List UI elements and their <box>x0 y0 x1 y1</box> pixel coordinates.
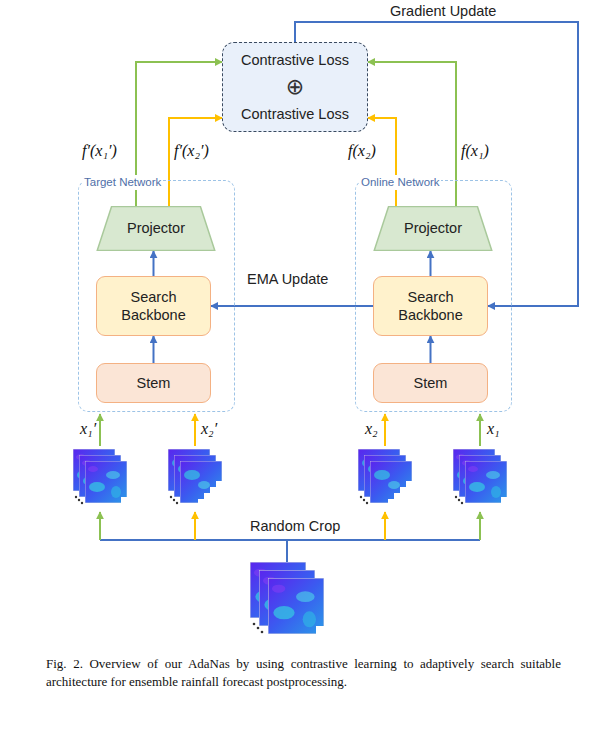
input-name: x₂′ <box>201 420 217 437</box>
connector-arrow <box>368 118 396 206</box>
input-arrows <box>100 414 480 446</box>
edge-label: f(x₁) <box>461 142 489 159</box>
box-label: Search Backbone <box>388 288 474 324</box>
edge-label: Gradient Update <box>390 3 496 19</box>
connector-arrow <box>430 251 432 276</box>
box-label: Search Backbone <box>111 288 197 324</box>
projector-outline <box>97 206 215 250</box>
box-label: Contrastive Loss <box>241 51 349 69</box>
figure-caption: Fig. 2. Overview of our AdaNas by using … <box>46 655 561 690</box>
random-crop-lines <box>100 540 480 562</box>
label-holder: Random Crop <box>250 517 340 535</box>
heatmap-stack <box>73 449 127 504</box>
edge-label-holder: f′(x₁′) <box>82 142 117 160</box>
edge-label-holder: f′(x₂′) <box>174 142 209 160</box>
edge-label: f(x₂) <box>348 142 376 159</box>
input-name: x₂ <box>365 420 378 437</box>
source-heatmap-stack <box>250 562 324 634</box>
group-label: Target Network <box>83 175 162 190</box>
projector-trapezoid: Projector <box>96 206 216 251</box>
connector-arrow <box>430 336 432 363</box>
operation-label: Random Crop <box>250 518 340 534</box>
edge-label: f′(x₂′) <box>174 142 209 159</box>
plus-symbol: ⊕ <box>286 76 304 98</box>
projector-trapezoid: Projector <box>373 206 493 251</box>
box-label: Stem <box>414 374 448 392</box>
network-group: Target NetworkProjectorSearch BackboneSt… <box>78 180 235 412</box>
heatmap-stack <box>358 449 412 504</box>
box-label: Projector <box>404 219 462 237</box>
loss-box: Contrastive Loss ⊕ Contrastive Loss <box>222 42 368 132</box>
heatmap-stack <box>168 449 222 504</box>
input-name: x₁′ <box>80 420 96 437</box>
box-label: Contrastive Loss <box>241 105 349 123</box>
box-label: Projector <box>127 219 185 237</box>
backbone-box: Search Backbone <box>373 276 488 336</box>
network-group: Online NetworkProjectorSearch BackboneSt… <box>355 180 512 412</box>
connector-arrow <box>153 251 155 276</box>
label-holder: x₂′ <box>201 420 217 438</box>
stem-box: Stem <box>373 363 488 403</box>
backbone-box: Search Backbone <box>96 276 211 336</box>
edge-label: EMA Update <box>247 271 328 287</box>
input-name: x₁ <box>487 420 500 437</box>
projector-outline <box>374 206 492 250</box>
edge-label: f′(x₁′) <box>82 142 117 159</box>
stem-box: Stem <box>96 363 211 403</box>
group-label: Online Network <box>360 175 441 190</box>
caption-holder: Fig. 2. Overview of our AdaNas by using … <box>46 655 561 690</box>
connector-arrow <box>153 336 155 363</box>
edge-label-holder: Gradient Update <box>390 2 496 20</box>
edge-label-holder: EMA Update <box>247 270 328 288</box>
box-label: Stem <box>137 374 171 392</box>
label-holder: x₁′ <box>80 420 96 438</box>
connector-arrow <box>211 305 373 307</box>
label-holder: x₁ <box>487 420 500 438</box>
connector-arrow <box>169 118 222 206</box>
edge-label-holder: f(x₂) <box>348 142 376 160</box>
label-holder: x₂ <box>365 420 378 438</box>
edge-label-holder: f(x₁) <box>461 142 489 160</box>
heatmap-stack <box>453 449 507 504</box>
crop-arrows <box>100 512 480 540</box>
